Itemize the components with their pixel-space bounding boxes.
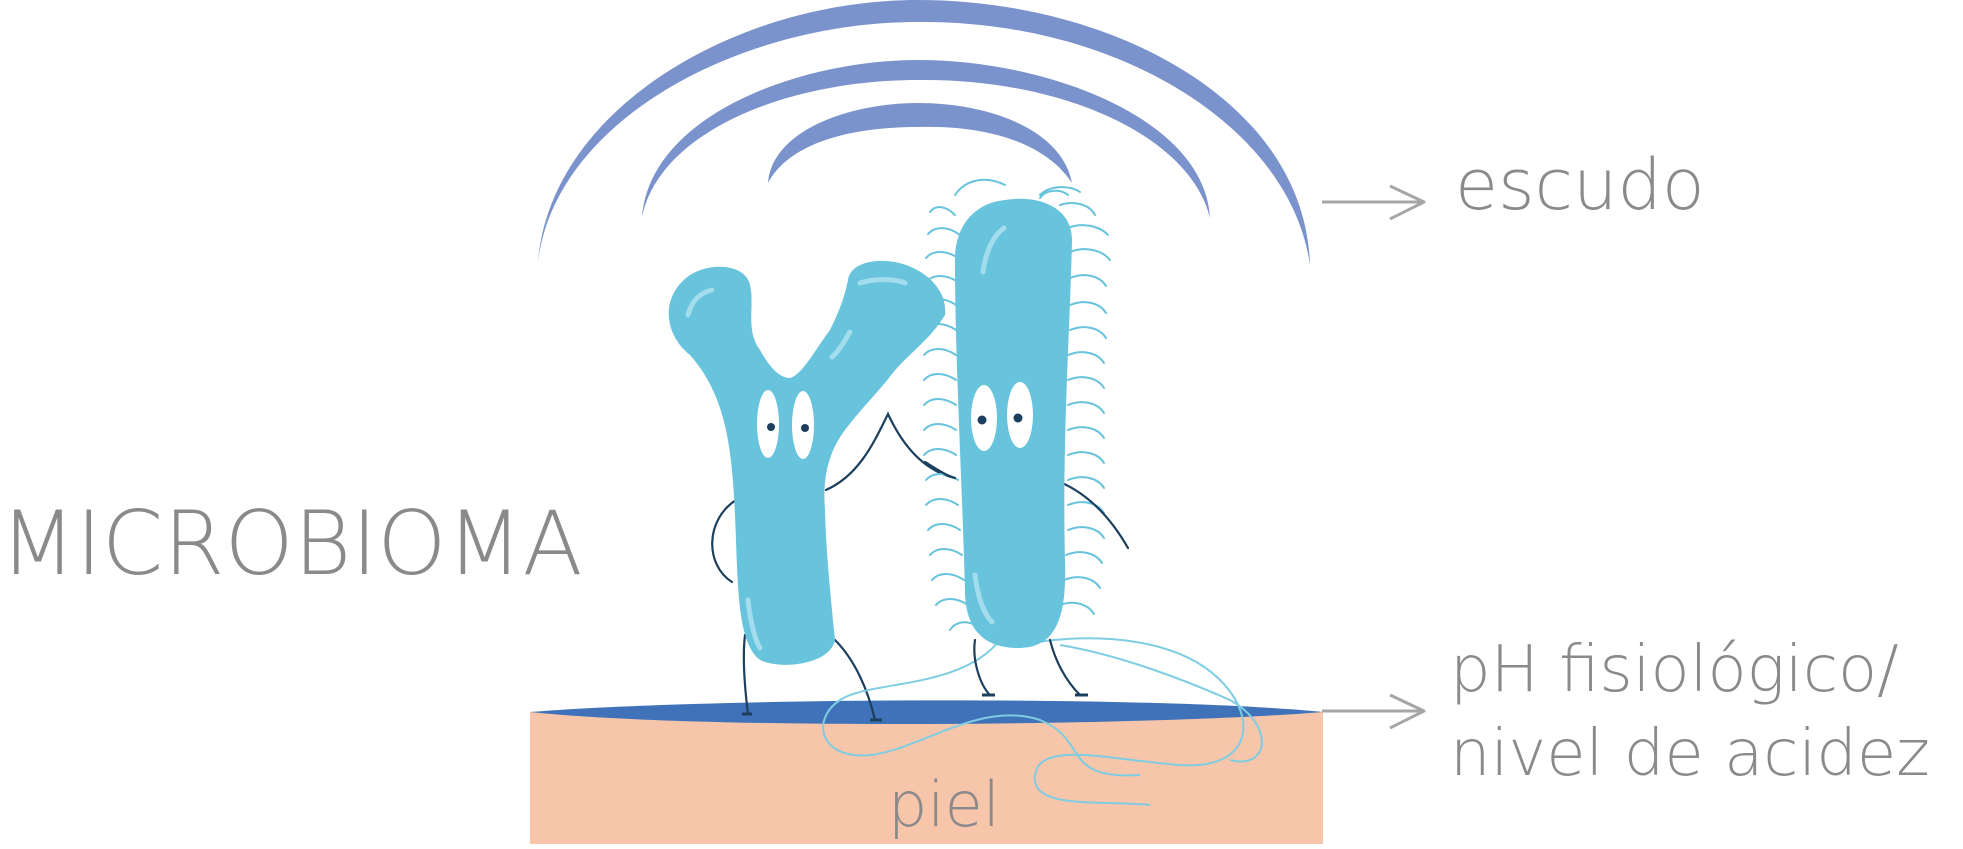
- rod-bacterium-cilia: [923, 178, 1111, 631]
- escudo-label: escudo: [1455, 144, 1705, 226]
- shield-arcs: [538, 0, 1310, 265]
- arrow-ph: [1322, 693, 1426, 730]
- rod-bacterium-flagella: [822, 637, 1263, 806]
- skin-block: [530, 712, 1323, 844]
- y-bacterium-right-arm: [824, 411, 957, 492]
- rod-bacterium-left-arm: [923, 460, 957, 480]
- shield-arc-outer: [538, 0, 1310, 265]
- ph-label-line2: nivel de acidez: [1450, 717, 1930, 791]
- shield-arc-inner: [768, 103, 1072, 183]
- y-bacterium-right-leg: [833, 638, 877, 722]
- y-bacterium-body: [668, 260, 946, 665]
- shield-arc-middle: [642, 60, 1210, 218]
- y-bacterium-left-leg: [742, 633, 750, 716]
- microbioma-label: MICROBIOMA: [0, 492, 583, 595]
- arrows: [1322, 184, 1426, 730]
- ph-label: pH fisiológico/ nivel de acidez: [1450, 628, 1930, 796]
- rod-bacterium-right-arm: [1058, 480, 1130, 550]
- y-bacterium: [668, 260, 957, 722]
- rod-bacterium: [822, 178, 1263, 806]
- rod-bacterium-right-leg: [1048, 638, 1082, 697]
- ph-label-line1: pH fisiológico/: [1450, 633, 1899, 707]
- skin-surface: [530, 700, 1323, 725]
- y-bacterium-left-arm: [711, 498, 738, 584]
- y-bacterium-eye-left: [757, 390, 779, 458]
- piel-label: piel: [888, 768, 1000, 841]
- arrow-escudo: [1322, 184, 1426, 221]
- rod-bacterium-left-leg: [973, 638, 992, 697]
